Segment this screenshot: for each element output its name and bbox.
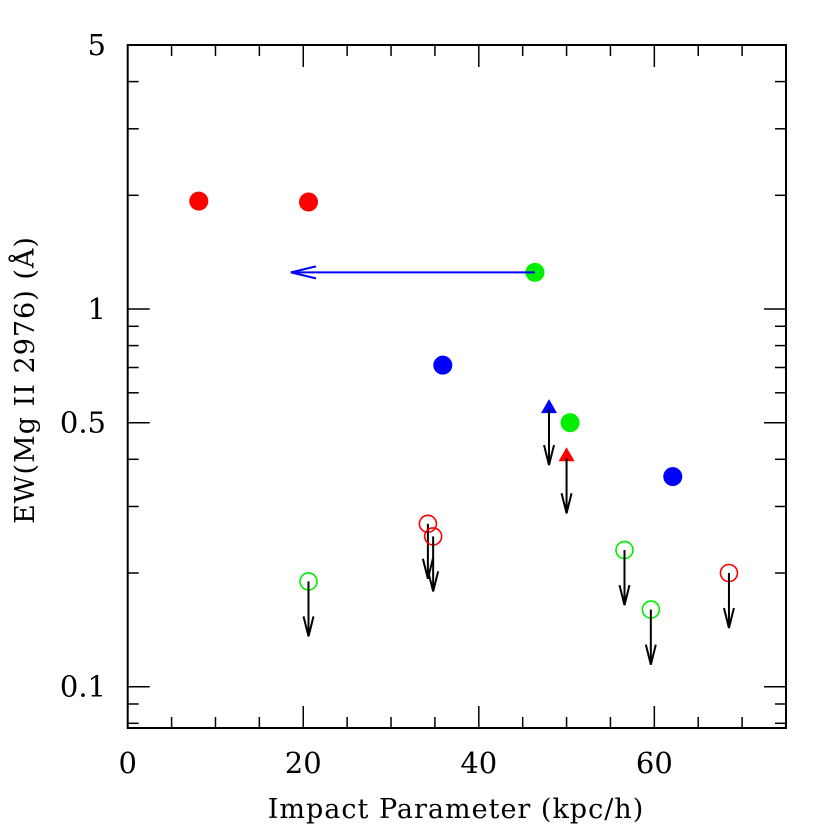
filled-circle-marker — [299, 192, 319, 212]
x-axis-ticks — [170, 45, 743, 728]
data-point — [189, 191, 209, 211]
x-tick-label: 60 — [636, 746, 673, 780]
arrow-head-icon — [543, 444, 555, 466]
y-axis-ticks — [127, 80, 786, 725]
arrow-head-icon — [560, 493, 573, 514]
filled-circle-marker — [560, 413, 580, 433]
data-point — [560, 413, 580, 433]
x-tick-label: 40 — [460, 746, 497, 780]
y-axis-tick-labels: 0.1 0.5 1 5 — [60, 28, 106, 704]
data-point — [558, 447, 575, 514]
arrow-left-icon — [290, 265, 317, 280]
data-point — [290, 262, 545, 282]
y-tick-label: 5 — [88, 28, 106, 62]
filled-triangle-marker — [558, 447, 575, 462]
y-tick-label: 0.5 — [60, 406, 106, 440]
filled-triangle-marker — [541, 399, 558, 414]
arrow-head-icon — [618, 584, 631, 606]
data-point — [423, 527, 443, 592]
filled-circle-marker — [433, 355, 453, 375]
data-point — [418, 514, 438, 580]
data-point — [719, 563, 739, 629]
y-tick-label: 0.1 — [60, 670, 106, 704]
data-point — [663, 467, 683, 487]
x-axis-title: Impact Parameter (kpc/h) — [268, 794, 644, 825]
arrow-head-icon — [722, 607, 735, 629]
data-markers — [189, 191, 739, 665]
plot-frame — [126, 44, 787, 729]
data-point — [541, 399, 558, 466]
filled-circle-marker — [189, 191, 209, 211]
arrow-head-icon — [302, 616, 315, 637]
data-point — [299, 572, 318, 637]
data-point — [299, 192, 319, 212]
y-tick-label: 1 — [88, 292, 106, 326]
data-point — [615, 540, 634, 606]
y-axis-title: EW(Mg II 2976) (Å) — [8, 236, 41, 524]
x-axis-tick-labels: 0 20 40 60 — [118, 746, 672, 780]
plot-border — [126, 44, 787, 729]
x-tick-label: 20 — [285, 746, 322, 780]
filled-circle-marker — [663, 467, 683, 487]
data-point — [433, 355, 453, 375]
data-point — [641, 600, 661, 665]
x-tick-label: 0 — [118, 746, 136, 780]
arrow-head-icon — [644, 644, 657, 665]
arrow-head-icon — [427, 571, 440, 592]
arrow-head-icon — [421, 558, 434, 580]
